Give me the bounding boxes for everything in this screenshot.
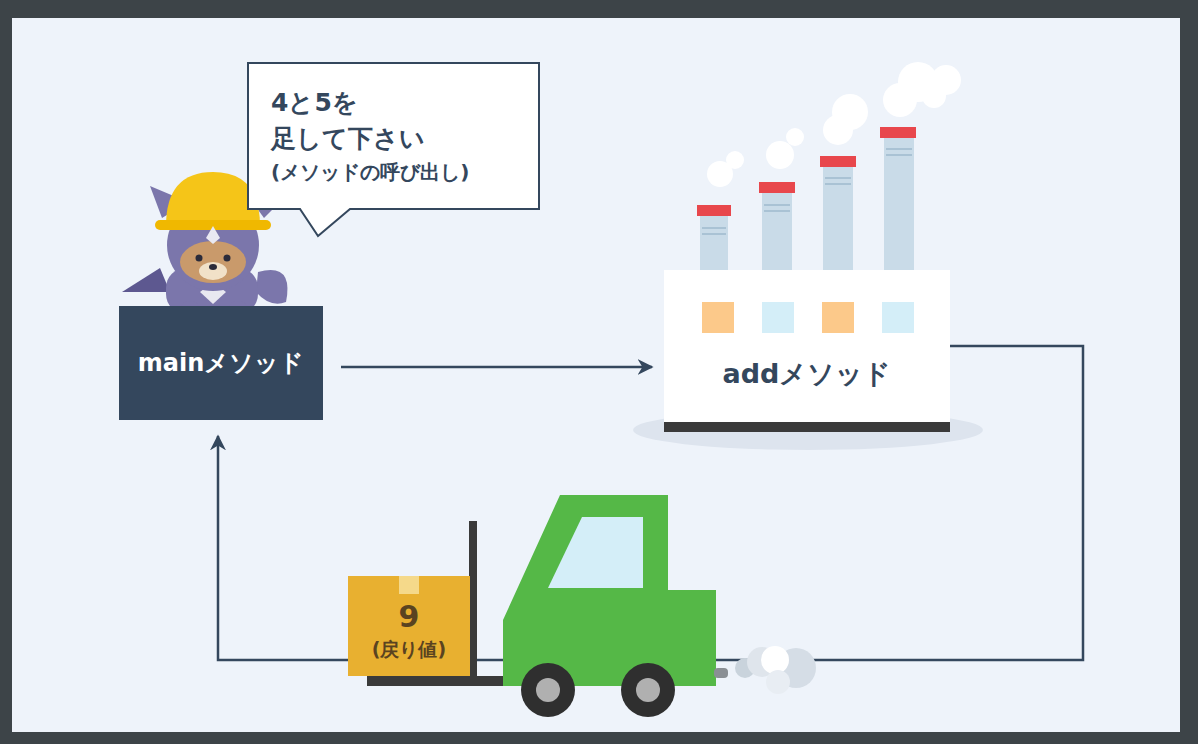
node-label: (メソッドの呼び出し) xyxy=(271,157,469,187)
chimney-cap xyxy=(820,156,856,167)
chimney-cap xyxy=(880,127,916,138)
chimney-stripe xyxy=(825,177,851,179)
forklift-body xyxy=(503,495,716,686)
mascot-nose xyxy=(209,264,217,270)
chimney xyxy=(700,215,728,271)
chimney-cap xyxy=(759,182,795,193)
forklift-mast xyxy=(469,521,477,686)
smoke xyxy=(832,94,868,130)
chimney xyxy=(823,165,853,271)
chimney-stripe xyxy=(702,233,726,235)
chimney-stripe xyxy=(886,154,912,156)
bubble-shape xyxy=(248,63,539,236)
exhaust-pipe xyxy=(714,668,728,678)
smoke xyxy=(786,128,804,146)
method-box: mainメソッド xyxy=(119,306,323,420)
forklift-fork xyxy=(367,676,503,686)
mascot-tail xyxy=(256,270,287,304)
smoke xyxy=(766,141,794,169)
forklift-wheel xyxy=(621,663,675,717)
factory-window xyxy=(882,302,914,333)
forklift-wheel xyxy=(521,663,575,717)
speech-bubble: 4と5を 足して下さい(メソッドの呼び出し) xyxy=(247,62,540,210)
node-label: addメソッド xyxy=(723,356,892,392)
forklift-hub xyxy=(536,678,560,702)
mascot-cape xyxy=(122,268,170,292)
chimney xyxy=(884,136,914,271)
flow-arrow xyxy=(341,366,652,369)
node-label: 9 xyxy=(399,598,420,636)
factory-window xyxy=(822,302,854,333)
exhaust-smoke xyxy=(761,646,789,674)
mascot-face xyxy=(180,241,246,283)
exhaust-smoke xyxy=(766,670,790,694)
chimney-stripe xyxy=(825,183,851,185)
mascot-eye xyxy=(224,255,231,262)
node-label: mainメソッド xyxy=(138,347,305,379)
chimney-stripe xyxy=(764,204,790,206)
node-label: (戻り値) xyxy=(372,636,446,662)
chimney-stripe xyxy=(764,210,790,212)
cargo-box: 9(戻り値) xyxy=(348,576,470,676)
chimney-stripe xyxy=(886,148,912,150)
chimney-stripe xyxy=(702,227,726,229)
smoke xyxy=(726,151,744,169)
factory-base xyxy=(664,422,950,432)
chimney-cap xyxy=(697,205,731,216)
mascot-helmet xyxy=(166,172,260,226)
mascot-muzzle xyxy=(199,262,227,280)
smoke xyxy=(922,84,946,108)
mascot-forehead-plate xyxy=(206,226,220,244)
factory-window xyxy=(762,302,794,333)
node-label: 4と5を 足して下さい xyxy=(271,85,471,157)
forklift-window xyxy=(548,517,643,588)
chimney xyxy=(762,192,792,271)
factory-body xyxy=(664,270,950,422)
factory-window xyxy=(702,302,734,333)
factory-building: addメソッド xyxy=(664,270,950,422)
forklift-hub xyxy=(636,678,660,702)
mascot-eye xyxy=(196,255,203,262)
